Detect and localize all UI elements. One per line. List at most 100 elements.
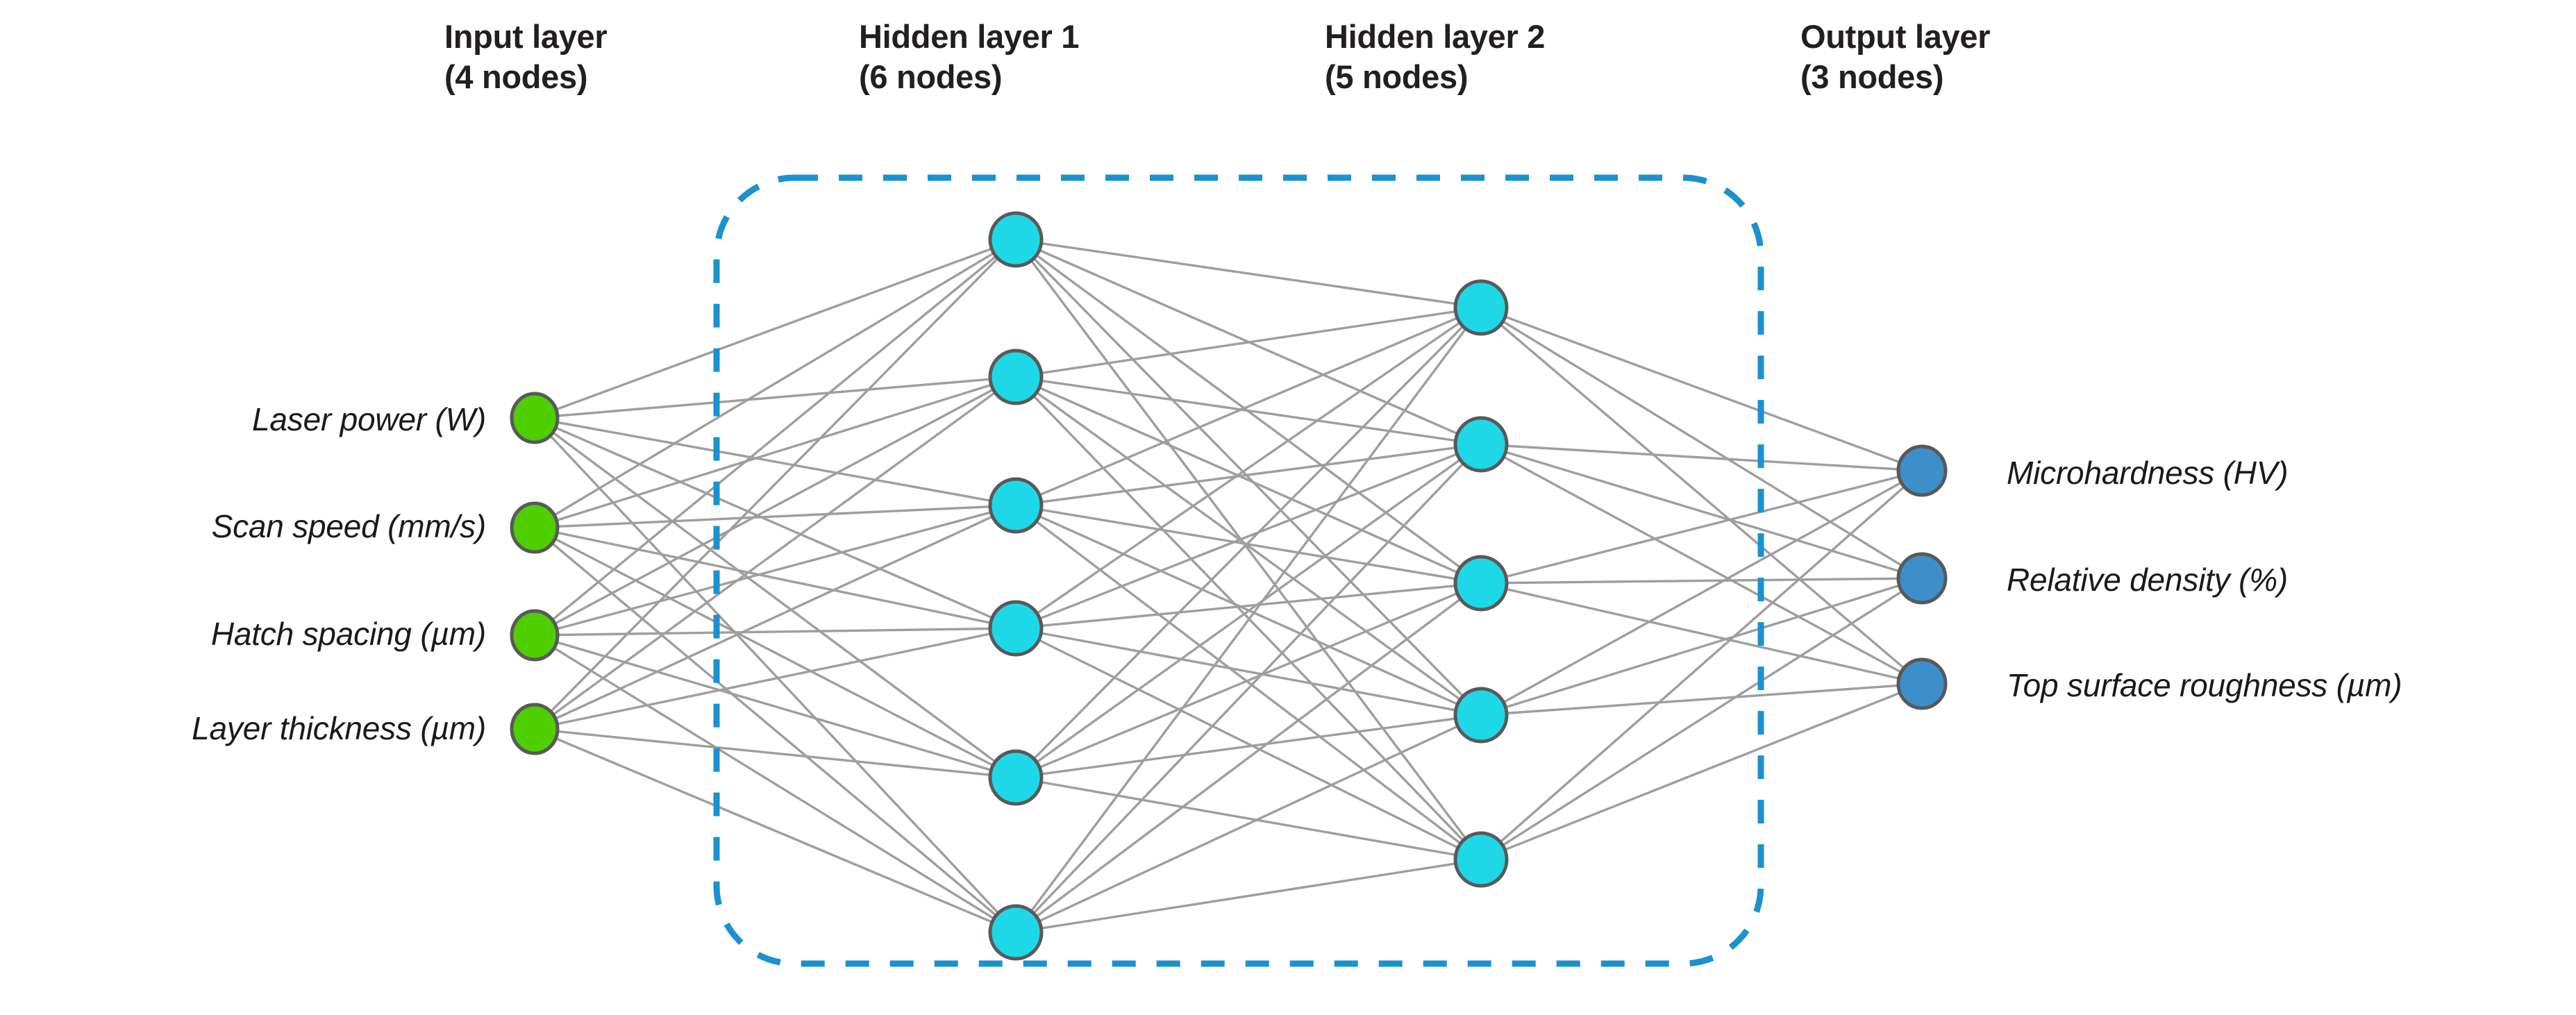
edge xyxy=(1033,326,1464,760)
input-layer-node-4 xyxy=(510,703,560,755)
edge xyxy=(554,537,994,766)
edge xyxy=(1504,691,1901,851)
hidden-layer-1-node-3 xyxy=(988,477,1044,534)
edge xyxy=(557,378,991,417)
hidden-layer-2-node-5 xyxy=(1453,831,1509,888)
edge xyxy=(1041,585,1456,627)
edge xyxy=(557,505,991,528)
edge xyxy=(1040,781,1457,856)
hidden-layer-2-title-line2: (5 nodes) xyxy=(1325,58,1469,95)
edge xyxy=(1505,476,1900,578)
edge xyxy=(1502,590,1903,846)
hidden-layer-2-title-line1: Hidden layer 2 xyxy=(1325,18,1546,55)
edge xyxy=(1505,587,1900,680)
output-layer-node-1 xyxy=(1896,444,1948,497)
edge xyxy=(1499,486,1905,843)
edge xyxy=(549,435,999,914)
edge xyxy=(1500,324,1905,669)
edge xyxy=(1038,725,1459,923)
hidden-layer-1-title-line2: (6 nodes) xyxy=(859,58,1003,95)
edge xyxy=(1503,455,1902,673)
edge xyxy=(1040,310,1457,374)
edge xyxy=(1032,258,1464,697)
edge xyxy=(1504,315,1900,464)
output-label-1: Relative density (%) xyxy=(2007,562,2289,598)
edge xyxy=(1036,321,1461,614)
edge xyxy=(553,647,995,920)
edge xyxy=(1505,451,1900,573)
input-layer-title-line1: Input layer xyxy=(444,18,608,55)
hidden-layer-2-title: Hidden layer 2(5 nodes) xyxy=(1325,17,1545,97)
input-layer-title: Input layer(4 nodes) xyxy=(444,17,608,97)
edge xyxy=(1040,379,1457,442)
edge xyxy=(1040,632,1457,712)
edge xyxy=(551,255,997,621)
edge xyxy=(552,431,996,763)
input-label-3: Layer thickness (µm) xyxy=(192,710,486,746)
output-label-2: Top surface roughness (µm) xyxy=(2007,667,2402,703)
edge xyxy=(1039,317,1458,496)
edge xyxy=(556,421,992,502)
edge xyxy=(1506,684,1899,714)
edge xyxy=(1032,462,1464,914)
hidden-layer-1-node-2 xyxy=(988,349,1044,405)
input-label-0: Laser power (W) xyxy=(252,401,486,437)
edge xyxy=(1040,717,1457,775)
edge xyxy=(550,258,999,713)
output-layer-node-3 xyxy=(1896,657,1948,710)
hidden-layer-1-title-line1: Hidden layer 1 xyxy=(859,18,1080,55)
edge xyxy=(555,247,993,411)
input-label-1: Scan speed (mm/s) xyxy=(211,508,487,544)
edge xyxy=(555,641,992,771)
hidden-layer-1-node-5 xyxy=(988,749,1044,806)
output-layer-title-line1: Output layer xyxy=(1800,18,1991,55)
edge xyxy=(1038,639,1459,849)
edge xyxy=(1036,459,1461,763)
edges-group xyxy=(549,242,1905,930)
edge xyxy=(1040,862,1457,930)
edge xyxy=(552,392,996,716)
edge xyxy=(1039,592,1458,769)
output-layer-title: Output layer(3 nodes) xyxy=(1800,17,1991,97)
input-layer-node-3 xyxy=(510,609,560,662)
hidden-layer-1-node-1 xyxy=(988,211,1044,268)
edge xyxy=(555,515,994,720)
hidden-layer-2-node-3 xyxy=(1453,555,1509,612)
edge xyxy=(1030,328,1467,912)
edge xyxy=(556,511,992,630)
hidden-layer-2-node-2 xyxy=(1453,416,1509,473)
edge xyxy=(555,426,993,619)
edge xyxy=(1040,446,1457,503)
edge xyxy=(557,627,991,637)
hidden-layer-1-node-6 xyxy=(988,904,1044,961)
edge xyxy=(554,388,994,625)
edge xyxy=(1040,242,1457,305)
edge xyxy=(1502,320,1902,567)
hidden-layers-dashed-border xyxy=(713,174,1764,967)
hidden-layer-2-node-4 xyxy=(1453,687,1509,744)
input-layer-node-1 xyxy=(510,392,560,444)
hidden-layer-1-title: Hidden layer 1(6 nodes) xyxy=(859,17,1079,97)
edge xyxy=(556,632,992,725)
output-label-0: Microhardness (HV) xyxy=(2007,455,2289,491)
edge xyxy=(555,383,992,521)
input-label-2: Hatch spacing (µm) xyxy=(210,616,486,652)
edge xyxy=(555,737,993,923)
output-layer-node-2 xyxy=(1896,552,1948,605)
hidden-layers-boundary xyxy=(713,174,1764,967)
output-layer-title-line2: (3 nodes) xyxy=(1800,58,1944,95)
edge xyxy=(1035,520,1462,845)
nodes-group xyxy=(510,211,1948,961)
edge xyxy=(551,542,997,916)
input-layer-node-2 xyxy=(510,501,560,554)
edge xyxy=(1505,584,1900,709)
input-layer-title-line2: (4 nodes) xyxy=(444,58,588,95)
edge xyxy=(1506,444,1899,471)
edge xyxy=(1035,598,1462,918)
edge xyxy=(556,531,992,624)
edge xyxy=(557,730,991,776)
edge xyxy=(1040,508,1457,580)
hidden-layer-2-node-1 xyxy=(1453,279,1509,336)
edge xyxy=(553,252,995,517)
